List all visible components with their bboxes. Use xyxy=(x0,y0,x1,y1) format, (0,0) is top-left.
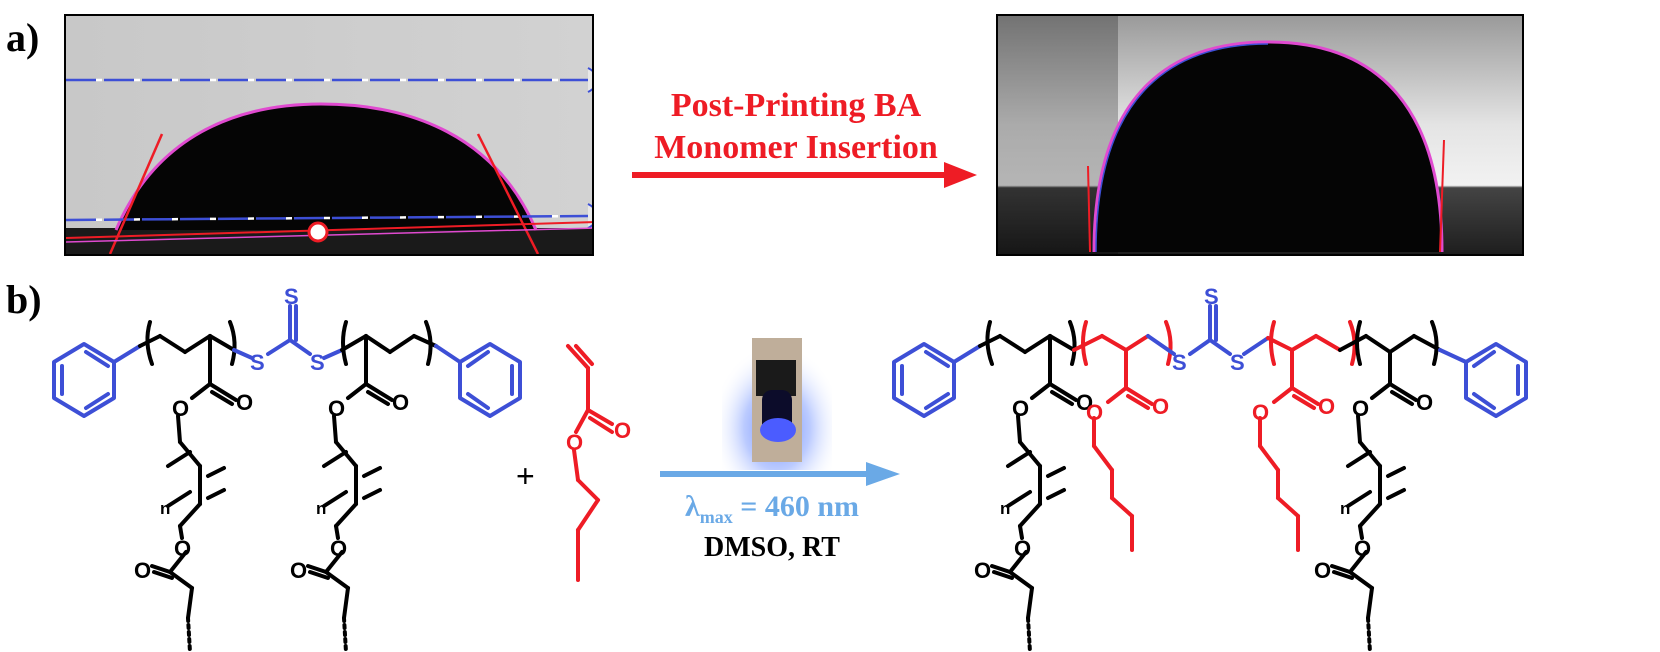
lambda-symbol: λ xyxy=(684,490,700,523)
oxygen-atom: O xyxy=(1416,390,1433,415)
repeat-unit-n: n xyxy=(160,499,170,518)
oxygen-atom: O xyxy=(330,536,347,561)
oxygen-atom: O xyxy=(1252,400,1269,425)
sulfur-atom-right: S xyxy=(1230,350,1245,375)
oxygen-atom: O xyxy=(1012,396,1029,421)
sulfur-atom-left: S xyxy=(1172,350,1187,375)
contact-angle-image-after xyxy=(996,14,1524,256)
arrow-label-line1: Post-Printing BA xyxy=(670,87,922,124)
oxygen-atom: O xyxy=(1354,536,1371,561)
oxygen-atom: O xyxy=(392,390,409,415)
oxygen-atom: O xyxy=(1014,536,1031,561)
repeat-unit-n: n xyxy=(316,499,326,518)
oxygen-atom: O xyxy=(974,558,991,583)
oxygen-atom: O xyxy=(236,390,253,415)
wavelength-label: λmax = 460 nm xyxy=(652,490,892,528)
arrow-label-line2: Monomer Insertion xyxy=(654,129,938,166)
oxygen-atom: O xyxy=(1318,394,1335,419)
oxygen-atom: O xyxy=(1352,396,1369,421)
panel-a-label: a) xyxy=(6,15,40,60)
oxygen-atom: O xyxy=(328,396,345,421)
process-arrow xyxy=(632,162,977,188)
repeat-unit-n: n xyxy=(1340,499,1350,518)
reaction-conditions: DMSO, RT xyxy=(704,532,840,563)
sulfur-atom-thione: S xyxy=(284,284,299,309)
blue-led-light-source-photo xyxy=(722,330,832,470)
lambda-subscript: max xyxy=(699,507,733,527)
oxygen-atom: O xyxy=(290,558,307,583)
oxygen-atom: O xyxy=(172,396,189,421)
oxygen-atom: O xyxy=(614,418,631,443)
sulfur-atom-left: S xyxy=(250,350,265,375)
oxygen-atom: O xyxy=(566,430,583,455)
oxygen-atom: O xyxy=(1152,394,1169,419)
macro-raft-polymer-structure: S S S O O O O O O O O n n xyxy=(52,284,522,652)
butyl-acrylate-monomer-structure: O O xyxy=(566,344,631,582)
sulfur-atom-thione: S xyxy=(1204,284,1219,309)
droplet-after-graphic xyxy=(998,16,1522,254)
sulfur-atom-right: S xyxy=(310,350,325,375)
plus-sign: + xyxy=(516,458,535,494)
oxygen-atom: O xyxy=(174,536,191,561)
repeat-unit-n: n xyxy=(1000,499,1010,518)
oxygen-atom: O xyxy=(1076,390,1093,415)
contact-angle-image-before xyxy=(64,14,594,256)
product-block-copolymer-structure: S S S O O O O O O O O O O O O n n xyxy=(892,284,1528,652)
panel-b-label: b) xyxy=(6,277,42,322)
oxygen-atom: O xyxy=(134,558,151,583)
droplet-before-graphic xyxy=(66,16,592,254)
reaction-arrow xyxy=(660,462,900,486)
oxygen-atom: O xyxy=(1314,558,1331,583)
wavelength-value: = 460 nm xyxy=(740,490,860,523)
oxygen-atom: O xyxy=(1086,400,1103,425)
